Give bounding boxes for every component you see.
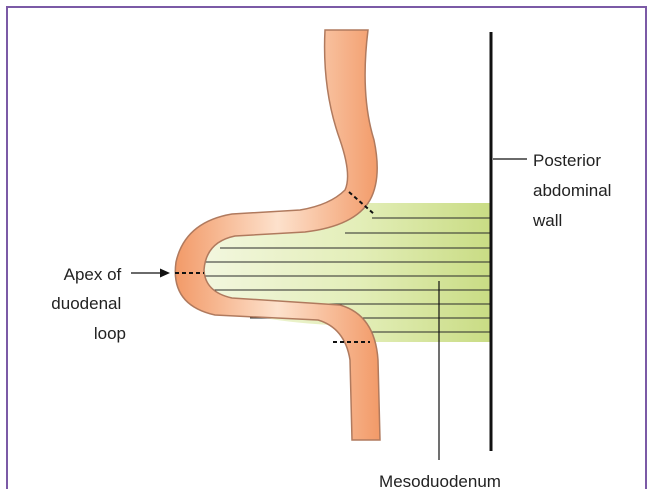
- label-apex-of-duodenal-loop: Apex of duodenal loop: [51, 265, 126, 343]
- label-mesoduodenum: Mesoduodenum: [379, 472, 501, 491]
- apex-arrow: [131, 269, 170, 278]
- label-posterior-wall: Posterior abdominal wall: [532, 151, 616, 230]
